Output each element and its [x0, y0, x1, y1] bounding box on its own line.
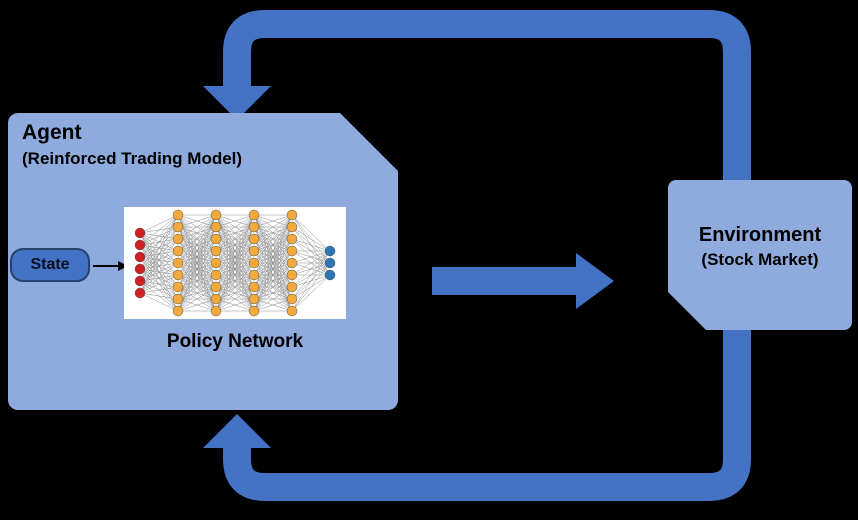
action-arrow — [432, 253, 614, 309]
state-to-network-arrow — [93, 261, 128, 271]
agent-box: Agent (Reinforced Trading Model) State P… — [8, 113, 398, 410]
environment-box: Environment (Stock Market) — [668, 180, 852, 330]
agent-subtitle: (Reinforced Trading Model) — [22, 149, 243, 168]
environment-box-corner-snip — [668, 292, 706, 330]
top-loop-arrow-shaft — [223, 9, 751, 186]
state-label: State — [30, 256, 70, 273]
environment-title: Environment — [698, 224, 822, 246]
bottom-loop-arrow-shaft — [223, 325, 751, 501]
agent-box-corner-snip — [340, 113, 398, 171]
top-loop-arrowhead — [203, 86, 271, 120]
bottom-loop-arrowhead — [203, 414, 271, 448]
agent-title: Agent — [22, 121, 82, 144]
neural-network-panel — [124, 207, 346, 319]
policy-network-caption: Policy Network — [166, 331, 304, 352]
environment-subtitle: (Stock Market) — [701, 250, 819, 269]
state-pill: State — [10, 248, 90, 282]
policy-network-svg — [134, 209, 336, 317]
